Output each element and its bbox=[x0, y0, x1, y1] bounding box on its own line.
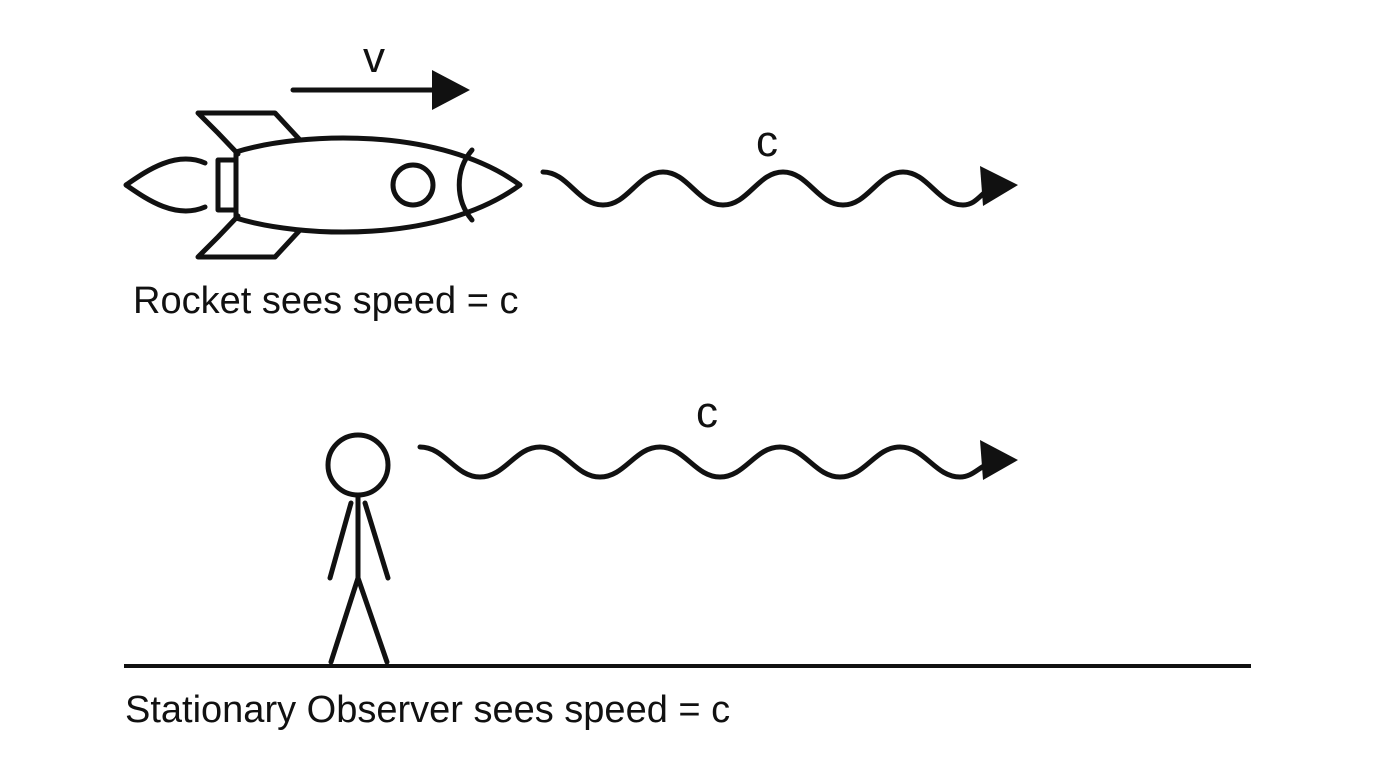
velocity-arrow bbox=[290, 70, 470, 110]
observer-scene: c Stationary Observer sees speed = c bbox=[124, 388, 1251, 731]
light-wave-observer bbox=[417, 440, 1018, 480]
observer-caption: Stationary Observer sees speed = c bbox=[125, 689, 730, 731]
stick-figure-icon bbox=[325, 432, 391, 665]
rocket-caption: Rocket sees speed = c bbox=[133, 280, 519, 322]
light-speed-label-observer: c bbox=[696, 388, 718, 437]
light-wave-rocket bbox=[540, 166, 1018, 208]
rocket-icon bbox=[123, 110, 523, 260]
velocity-label: v bbox=[363, 33, 385, 82]
rocket-scene: v c Rocket sees speed = c bbox=[123, 33, 1018, 322]
light-speed-label-rocket: c bbox=[756, 117, 778, 166]
